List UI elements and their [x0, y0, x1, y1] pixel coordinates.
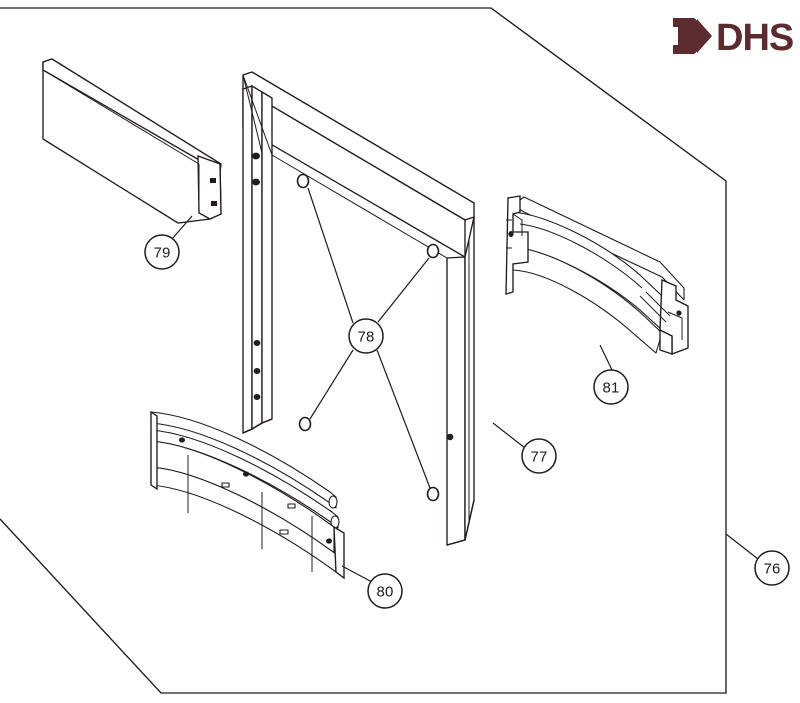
callout-77-label: 77: [530, 449, 547, 466]
lower-panel-pin-1: [179, 437, 185, 443]
callout-79-label: 79: [153, 245, 170, 262]
bracket-right-tongue-a: [639, 295, 667, 323]
lower-panel-pin-3: [326, 538, 332, 544]
lower-panel-left-endcap: [150, 410, 158, 491]
bracket-right-fold-a: [675, 299, 689, 307]
frame-top-rail-bevel: [251, 71, 475, 204]
mounting-hole-bottom-right: [426, 486, 440, 502]
leader-80: [341, 565, 373, 583]
frame-corner-miter-outer: [242, 74, 273, 156]
bracket-right-leg: [659, 328, 673, 355]
callout-76[interactable]: 76: [754, 550, 790, 586]
brand-logo: DHS: [673, 17, 794, 59]
trim-panel-tab-lower: [211, 201, 217, 206]
lower-panel-rail-joint-2: [287, 503, 296, 509]
part-curved-lower-panel-assembly: [150, 410, 345, 580]
leader-77: [492, 422, 526, 449]
frame-pin-4: [253, 368, 261, 374]
bracket-right-tongue-b: [645, 291, 671, 317]
callout-78-label: 78: [357, 329, 374, 346]
part-door-frame-assembly: [242, 71, 475, 546]
bracket-panel-skirt: [512, 246, 663, 354]
callout-bubbles-group: 76 77 78 79 80 81: [144, 234, 790, 609]
frame-pin-5: [253, 394, 261, 400]
callout-81-circle[interactable]: [593, 369, 629, 405]
callout-80[interactable]: 80: [367, 573, 403, 609]
mounting-hole-top-right: [426, 243, 440, 259]
frame-corner-miter-inner: [242, 74, 263, 154]
leader-76: [725, 533, 759, 560]
callout-78[interactable]: 78: [348, 318, 384, 354]
lower-panel-rail-top: [150, 411, 337, 509]
frame-left-stile-edge: [242, 85, 253, 435]
trim-panel-fold-line: [42, 69, 200, 165]
callout-79[interactable]: 79: [144, 234, 180, 270]
callout-76-circle[interactable]: [754, 550, 790, 586]
callout-80-label: 80: [376, 584, 393, 601]
leader-78-c: [309, 349, 354, 420]
frame-pin-3: [253, 340, 261, 346]
frame-top-rail-face: [242, 87, 466, 259]
brand-name: DHS: [716, 17, 793, 59]
part-outer-enclosure-boundary: [0, 7, 727, 694]
bracket-right-fold-b: [667, 311, 683, 340]
callout-80-circle[interactable]: [367, 573, 403, 609]
enclosure-outline: [0, 7, 727, 694]
bracket-panel-curve-line: [519, 223, 643, 289]
lower-panel-rail-top-endcap: [328, 495, 338, 509]
leader-78-d: [376, 349, 431, 489]
callout-77[interactable]: 77: [521, 438, 557, 474]
leader-lines-group: [171, 187, 759, 583]
lower-panel-rail-joint-1: [221, 482, 230, 488]
mounting-hole-top-left: [296, 173, 310, 189]
callout-76-label: 76: [763, 561, 780, 578]
frame-pin-right-stile: [446, 433, 454, 441]
callout-77-circle[interactable]: [521, 438, 557, 474]
callout-79-circle[interactable]: [144, 234, 180, 270]
part-mounting-holes: [296, 173, 440, 502]
bracket-right-pin: [676, 310, 682, 316]
leader-78-a: [307, 187, 354, 324]
part-curved-bracket-panel: [505, 195, 689, 355]
leader-81: [599, 344, 613, 371]
frame-pin-2: [252, 178, 260, 186]
frame-left-stile-inner: [251, 84, 263, 431]
bracket-left-pin: [508, 231, 514, 237]
trim-panel-tab-upper: [210, 178, 216, 183]
leader-79: [171, 215, 193, 240]
frame-opening-top-edge: [271, 154, 448, 259]
trim-panel-end-cap: [197, 155, 222, 220]
lower-panel-rail-joint-3: [279, 529, 289, 535]
mounting-hole-bottom-left: [298, 416, 312, 432]
leader-78-b: [377, 257, 430, 323]
dhs-arrow-logo-arrow: [678, 19, 712, 53]
part-upper-trim-panel: [42, 58, 222, 224]
frame-left-stile-bottom: [242, 418, 273, 434]
callout-78-circle[interactable]: [348, 318, 384, 354]
lower-panel-right-endcap: [333, 525, 345, 580]
bracket-left-fold-a: [512, 213, 523, 236]
frame-pin-1: [252, 152, 260, 160]
callout-81[interactable]: 81: [593, 369, 629, 405]
callout-81-label: 81: [602, 380, 619, 397]
lower-panel-pin-2: [243, 471, 249, 477]
frame-right-stile-bottom: [446, 499, 475, 546]
frame-right-stile-face: [446, 256, 466, 546]
